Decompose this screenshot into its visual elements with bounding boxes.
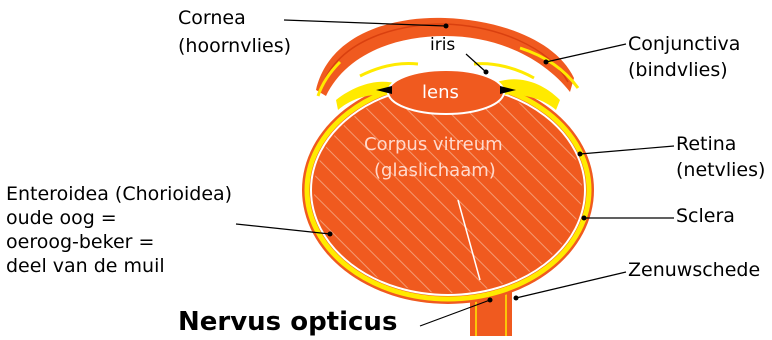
label-zenuwschede: Zenuwschede xyxy=(628,259,760,281)
label-cornea: Cornea xyxy=(178,7,246,29)
leader-conjunctiva-dot xyxy=(544,60,549,65)
label-enteroidea-line-4: deel van de muil xyxy=(6,255,165,277)
label-cornea-sub: (hoornvlies) xyxy=(178,35,291,57)
label-sclera: Sclera xyxy=(676,205,735,227)
leader-iris-dot xyxy=(484,70,489,75)
label-conjunctiva: Conjunctiva xyxy=(628,33,740,55)
vitreous-body xyxy=(314,87,582,293)
label-corpus-sub: (glaslichaam) xyxy=(374,160,496,181)
leader-conjunctiva xyxy=(546,44,626,62)
label-enteroidea-line-3: oeroog-beker = xyxy=(6,231,154,253)
leader-nervus-dot xyxy=(488,298,493,303)
label-corpus: Corpus vitreum xyxy=(364,134,503,155)
leader-sclera-dot xyxy=(582,216,587,221)
leader-zenuwschede-dot xyxy=(514,296,519,301)
leader-enteroidea-dot xyxy=(328,232,333,237)
label-conjunctiva-sub: (bindvlies) xyxy=(628,59,728,81)
label-enteroidea-line-1: Enteroidea (Chorioidea) xyxy=(6,183,232,205)
label-nervus-opticus: Nervus opticus xyxy=(178,307,397,336)
label-enteroidea-line-2: oude oog = xyxy=(6,207,117,229)
label-lens: lens xyxy=(422,82,459,103)
label-iris: iris xyxy=(430,35,455,55)
leader-retina-dot xyxy=(578,152,583,157)
leader-cornea-dot xyxy=(444,24,449,29)
label-retina-sub: (netvlies) xyxy=(676,159,765,181)
label-retina: Retina xyxy=(676,133,736,155)
leader-retina xyxy=(580,146,674,154)
